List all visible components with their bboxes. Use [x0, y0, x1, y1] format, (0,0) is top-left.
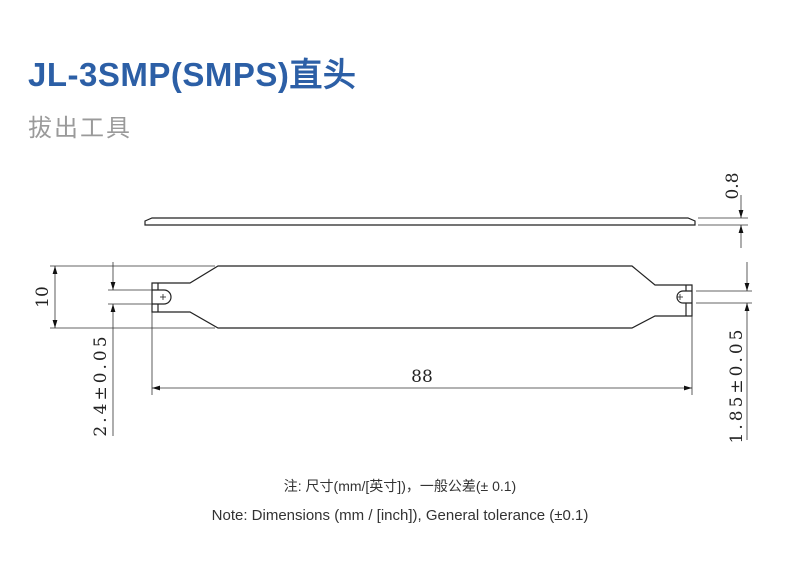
page-title: JL-3SMP(SMPS)直头: [28, 56, 357, 93]
left-slot: [152, 289, 172, 305]
tool-outline: [151, 265, 693, 329]
note-chinese: 注: 尺寸(mm/[英寸])，一般公差(± 0.1): [283, 478, 517, 494]
dim-width-label: 10: [33, 286, 53, 308]
side-profile: [144, 217, 696, 226]
dim-right-slot-label: 1.85±0.05: [727, 327, 747, 444]
note-english: Note: Dimensions (mm / [inch]), General …: [211, 507, 589, 524]
page-subtitle: 拔出工具: [28, 115, 132, 142]
dim-left-slot-label: 2.4±0.05: [91, 333, 111, 436]
dim-thickness-label: 0.8: [723, 172, 743, 199]
dim-length-label: 88: [411, 367, 433, 387]
